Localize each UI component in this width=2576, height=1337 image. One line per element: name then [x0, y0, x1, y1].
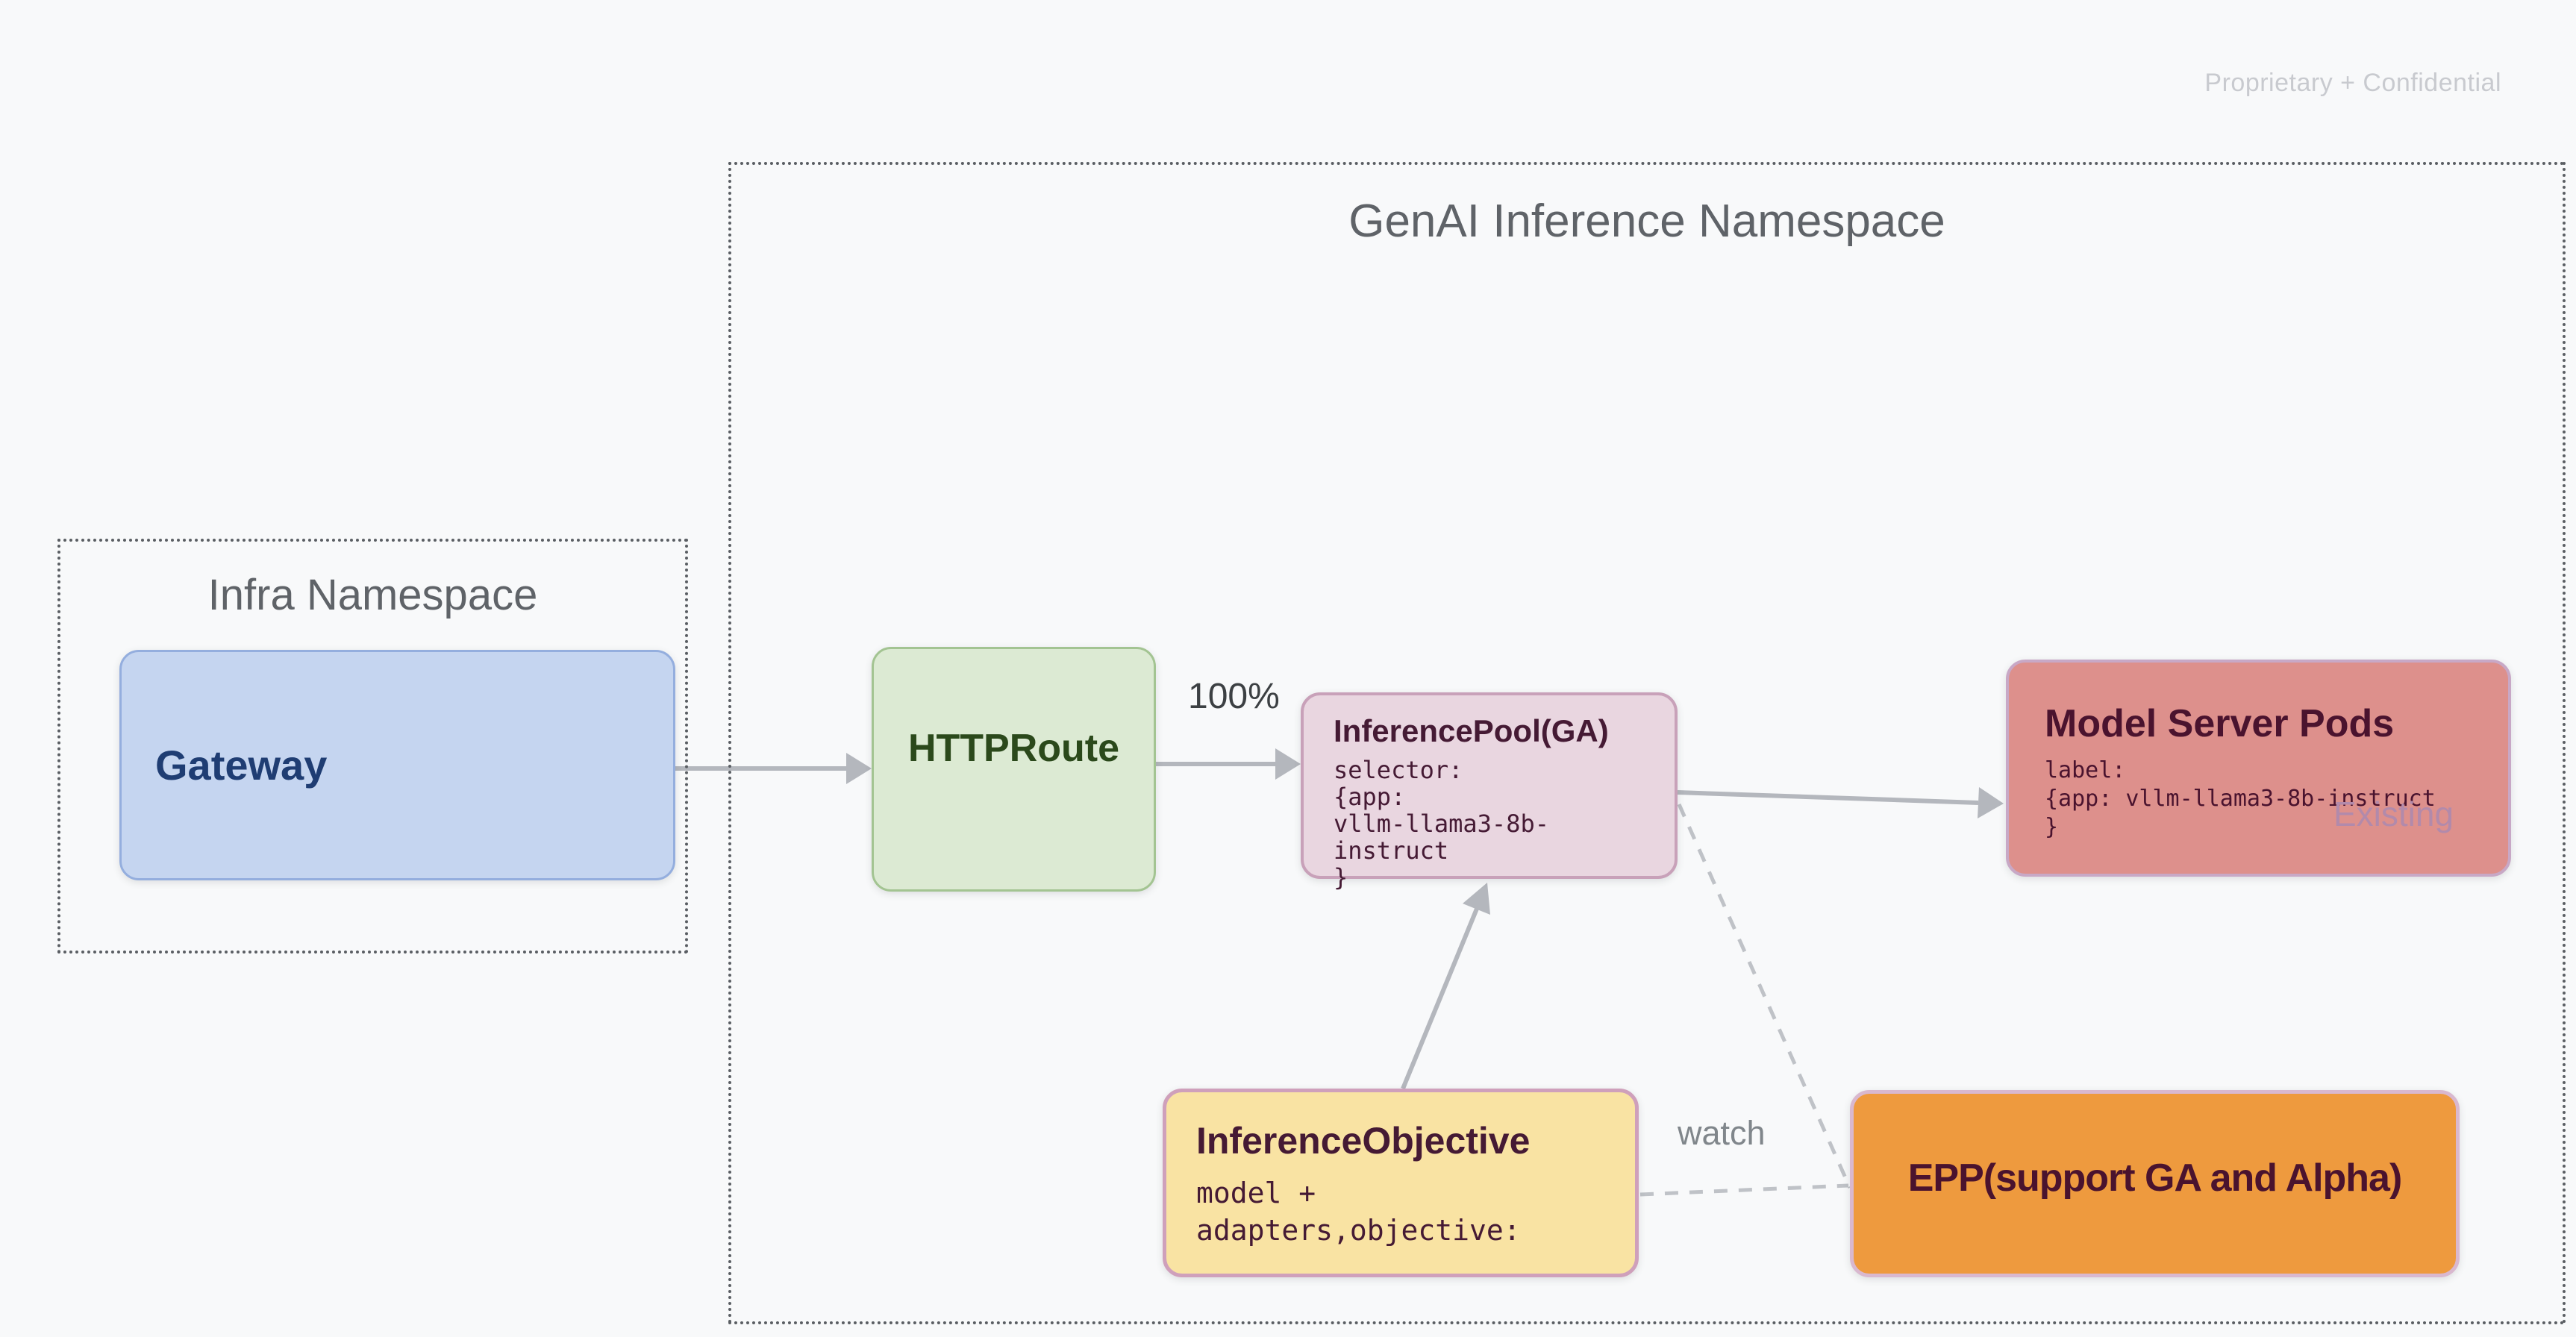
- inference-objective-line: model +: [1196, 1177, 1316, 1209]
- infra-namespace-title: Infra Namespace: [207, 571, 538, 619]
- inferencepool-selector-line: {app:: [1334, 783, 1406, 811]
- inference-objective-node: InferenceObjective model + adapters,obje…: [1163, 1089, 1639, 1277]
- inferencepool-selector-line: }: [1334, 863, 1348, 892]
- epp-label: EPP(support GA and Alpha): [1907, 1156, 2403, 1200]
- model-server-pods-node: Model Server Pods label: {app: vllm-llam…: [2006, 660, 2511, 877]
- existing-badge: Existing: [2333, 795, 2454, 833]
- model-server-pods-label-line: label:: [2045, 757, 2126, 783]
- route-weight-label: 100%: [1188, 677, 1280, 716]
- genai-namespace-box: GenAI Inference Namespace: [728, 162, 2566, 1324]
- watch-label: watch: [1678, 1114, 1766, 1152]
- inferencepool-node: InferencePool(GA) selector: {app: vllm-l…: [1301, 692, 1678, 891]
- httproute-node: HTTPRoute: [872, 647, 1156, 892]
- inference-objective-line: adapters,objective:: [1196, 1214, 1521, 1247]
- httproute-label: HTTPRoute: [907, 727, 1120, 770]
- model-server-pods-label-line: {app: vllm-llama3-8b-instruct: [2045, 786, 2436, 812]
- genai-namespace-title: GenAI Inference Namespace: [1348, 195, 1945, 247]
- infra-namespace-box: Infra Namespace: [57, 539, 688, 954]
- inferencepool-title: InferencePool(GA): [1334, 713, 1609, 748]
- model-server-pods-label-line: }: [2045, 814, 2059, 840]
- model-server-pods-title: Model Server Pods: [2045, 702, 2395, 745]
- gateway-label: Gateway: [155, 742, 328, 789]
- inference-objective-title: InferenceObjective: [1196, 1120, 1531, 1162]
- epp-node: EPP(support GA and Alpha): [1850, 1090, 2460, 1277]
- inferencepool-selector-line: selector:: [1334, 756, 1463, 784]
- confidentiality-note: Proprietary + Confidential: [2204, 69, 2501, 97]
- gateway-node: Gateway: [119, 650, 675, 880]
- inferencepool-selector-line: vllm-llama3-8b-instruct: [1334, 810, 1549, 865]
